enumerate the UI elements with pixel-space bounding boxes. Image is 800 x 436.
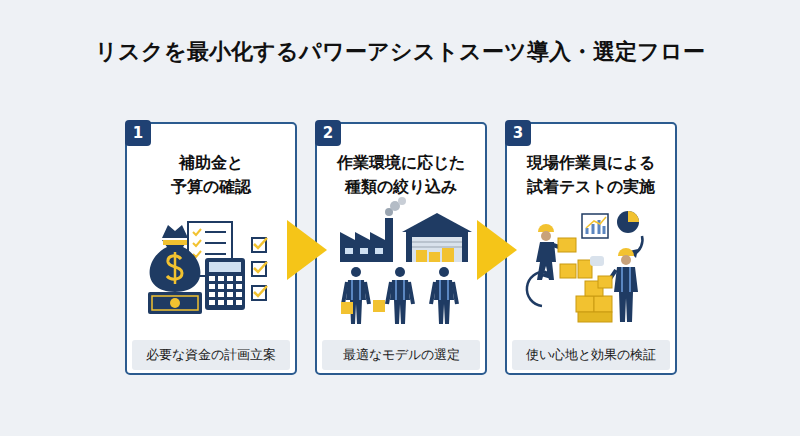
line-inset xyxy=(169,151,178,175)
line-inset xyxy=(244,151,253,175)
workplace-illustration xyxy=(340,197,472,324)
caption-band: 使い心地と効果の検証 xyxy=(512,340,670,370)
step-number: 2 xyxy=(315,120,341,146)
caption-text: 最適なモデルの選定 xyxy=(343,347,460,362)
heading-text: 現場作業員による試着テストの実施 xyxy=(527,153,655,196)
connector-layer xyxy=(287,220,517,280)
step-heading: 補助金と予算の確認 xyxy=(169,151,253,199)
step-heading: 現場作業員による試着テストの実施 xyxy=(525,151,657,199)
budget-illustration xyxy=(148,222,267,314)
flow-arrow xyxy=(287,220,327,280)
step-heading: 作業環境に応じた種類の絞り込み xyxy=(335,151,467,199)
caption-band: 最適なモデルの選定 xyxy=(322,340,480,370)
diagram-title: リスクを最小化するパワーアシストスーツ導入・選定フロー xyxy=(0,36,800,68)
heading-text: 作業環境に応じた種類の絞り込み xyxy=(337,153,465,196)
heading-text: 補助金と予算の確認 xyxy=(171,153,251,196)
step-card: 2 作業環境に応じた種類の絞り込み最適なモデルの選定 xyxy=(315,122,487,375)
step-number: 1 xyxy=(125,120,151,146)
caption-band: 必要な資金の計画立案 xyxy=(132,340,290,370)
flow-arrow xyxy=(477,220,517,280)
caption-text: 必要な資金の計画立案 xyxy=(146,347,276,362)
caption-text: 使い心地と効果の検証 xyxy=(526,347,656,362)
step-card: 1 補助金と予算の確認必要な資金の計画立案 xyxy=(125,122,297,375)
step-number: 3 xyxy=(505,120,531,146)
step-card: 3 現場作業員による試着テストの実施使い心地と効果の検証 xyxy=(505,122,677,375)
trial-illustration xyxy=(527,211,643,322)
